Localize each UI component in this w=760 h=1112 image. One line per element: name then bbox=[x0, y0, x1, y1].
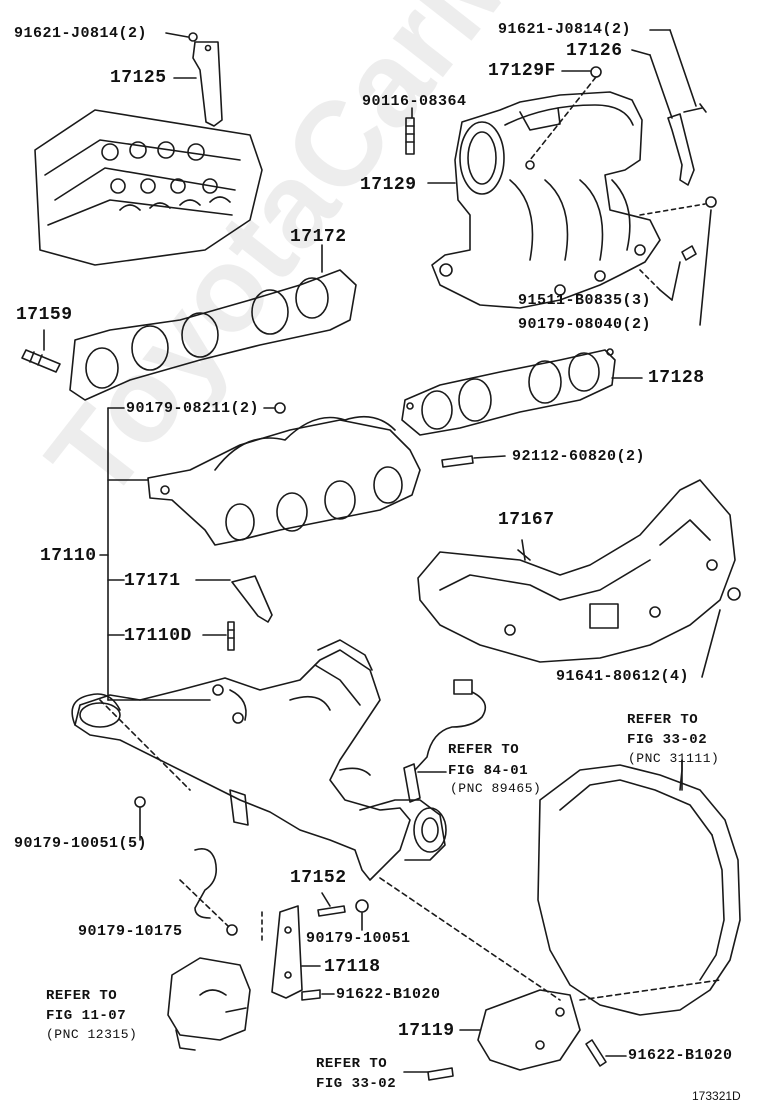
bracket-17125-drawing bbox=[165, 32, 223, 127]
bolt-91622-right-drawing bbox=[585, 1039, 627, 1067]
reference-pnc-89465: (PNC 89465) bbox=[450, 781, 542, 796]
part-number-91621-j0814-left: 91621-J0814(2) bbox=[14, 25, 148, 42]
part-number-90179-10051: 90179-10051 bbox=[306, 930, 411, 947]
stud-17152-drawing bbox=[317, 892, 369, 931]
reference-fig-11-07-line2[interactable]: FIG 11-07 bbox=[46, 1008, 127, 1024]
exhaust-manifold-drawing bbox=[147, 402, 421, 546]
stud-17159-drawing bbox=[21, 329, 61, 373]
reference-fig-11-07-line1: REFER TO bbox=[46, 988, 118, 1004]
part-number-17171: 17171 bbox=[124, 571, 181, 591]
bell-housing-drawing bbox=[537, 759, 741, 1016]
exhaust-pipe-drawing bbox=[71, 639, 447, 881]
bolt-ref-33-02-drawing bbox=[403, 1067, 454, 1081]
engine-mount-drawing bbox=[167, 957, 251, 1051]
part-number-17128: 17128 bbox=[648, 368, 705, 388]
part-number-17110d: 17110D bbox=[124, 626, 192, 646]
part-number-91622-b1020-left: 91622-B1020 bbox=[336, 986, 441, 1003]
stud-90116-drawing bbox=[405, 107, 415, 155]
part-number-17125: 17125 bbox=[110, 68, 167, 88]
part-number-17159: 17159 bbox=[16, 305, 73, 325]
part-number-17110: 17110 bbox=[40, 546, 97, 566]
stud-17110d-drawing bbox=[202, 621, 235, 651]
part-number-91511-b0835: 91511-B0835(3) bbox=[518, 292, 652, 309]
part-number-90179-08211: 90179-08211(2) bbox=[126, 400, 260, 417]
part-number-17167: 17167 bbox=[498, 510, 555, 530]
part-number-90179-10175: 90179-10175 bbox=[78, 923, 183, 940]
reference-fig-33-02-top-line2[interactable]: FIG 33-02 bbox=[627, 732, 708, 748]
gasket-17171-drawing bbox=[195, 575, 273, 623]
reference-pnc-31111: (PNC 31111) bbox=[628, 751, 720, 766]
gasket-17128-drawing bbox=[401, 348, 643, 436]
studs-92112-drawing bbox=[441, 455, 506, 468]
part-number-91621-j0814-right: 91621-J0814(2) bbox=[498, 21, 632, 38]
part-number-17118: 17118 bbox=[324, 957, 381, 977]
part-number-17129f: 17129F bbox=[488, 61, 556, 81]
gasket-17172-drawing bbox=[69, 244, 357, 401]
reference-fig-84-01-line1: REFER TO bbox=[448, 742, 520, 758]
part-number-17152: 17152 bbox=[290, 868, 347, 888]
reference-fig-33-02-bottom-line1: REFER TO bbox=[316, 1056, 388, 1072]
leader-17110-bracket bbox=[99, 407, 211, 701]
nuts-90179-10051-5-drawing bbox=[99, 699, 191, 841]
part-number-17119: 17119 bbox=[398, 1021, 455, 1041]
part-number-17129: 17129 bbox=[360, 175, 417, 195]
bolts-91511-drawing bbox=[639, 196, 717, 326]
hanger-drawing bbox=[179, 847, 238, 936]
diagram-code: 173321D bbox=[692, 1089, 741, 1103]
part-number-17172: 17172 bbox=[290, 227, 347, 247]
part-number-90179-08040: 90179-08040(2) bbox=[518, 316, 652, 333]
part-number-90116-08364: 90116-08364 bbox=[362, 93, 467, 110]
reference-fig-33-02-top-line1: REFER TO bbox=[627, 712, 699, 728]
bolt-91622-left-drawing bbox=[301, 989, 335, 1001]
part-number-90179-10051-5: 90179-10051(5) bbox=[14, 835, 148, 852]
part-number-92112-60820: 92112-60820(2) bbox=[512, 448, 646, 465]
part-number-91641-80612: 91641-80612(4) bbox=[556, 668, 690, 685]
heat-insulator-drawing bbox=[417, 479, 736, 663]
part-number-91622-b1020-right: 91622-B1020 bbox=[628, 1047, 733, 1064]
reference-fig-84-01-line2[interactable]: FIG 84-01 bbox=[448, 763, 529, 779]
oxygen-sensor-drawing bbox=[403, 679, 487, 803]
part-number-17126: 17126 bbox=[566, 41, 623, 61]
intake-manifold-drawing bbox=[431, 66, 661, 309]
reference-fig-33-02-bottom-line2[interactable]: FIG 33-02 bbox=[316, 1076, 397, 1092]
reference-pnc-12315: (PNC 12315) bbox=[46, 1027, 138, 1042]
bracket-17126-drawing bbox=[631, 29, 707, 186]
bracket-17118-drawing bbox=[261, 905, 321, 999]
engine-block-drawing bbox=[34, 109, 263, 266]
bracket-17119-drawing bbox=[379, 877, 721, 1071]
